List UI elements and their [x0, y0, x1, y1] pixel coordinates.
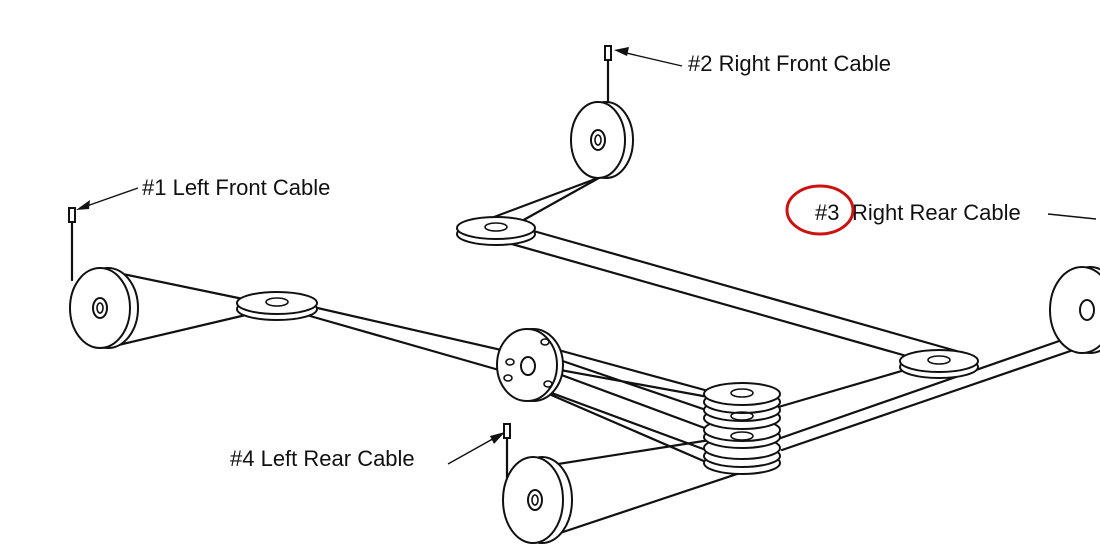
leader-cable-3	[1047, 213, 1097, 220]
cable-1-run-d	[308, 314, 508, 374]
pulley-left-vertical	[69, 267, 139, 349]
cable-2-run-b	[518, 172, 608, 224]
pulley-bottom-vertical	[502, 456, 573, 544]
pulley-right-vertical	[1049, 266, 1100, 354]
hub-to-stack-3	[546, 368, 712, 432]
cable-3-run-c	[773, 368, 907, 410]
label-cable-4: #4 Left Rear Cable	[230, 446, 415, 471]
label-cable-3-text: Right Rear Cable	[852, 200, 1021, 225]
label-cable-1: #1 Left Front Cable	[142, 175, 330, 200]
label-cable-3-number: #3	[815, 200, 839, 225]
arrow-cable-2	[614, 47, 629, 56]
stacked-pulley-assembly	[703, 382, 781, 475]
cable-1-run-c	[298, 302, 512, 354]
cable-2-run-d	[528, 228, 962, 354]
pulley-top-vertical	[570, 101, 634, 179]
leader-cable-4	[447, 435, 499, 465]
cable-1-run-b	[108, 312, 252, 349]
pulley-left-horizontal	[236, 291, 318, 321]
leader-cable-2	[621, 51, 683, 67]
label-leaders	[76, 47, 1097, 465]
cable-2-end-fitting	[604, 45, 612, 61]
pulley-right-horizontal	[899, 349, 979, 379]
pulley-small-horizontal	[456, 216, 536, 246]
arrow-cable-1	[76, 200, 90, 210]
hub-to-stack-1	[538, 343, 714, 394]
label-cable-2: #2 Right Front Cable	[688, 51, 891, 76]
cable-3-run-b	[780, 344, 1087, 452]
cable-runs	[106, 172, 1087, 539]
cable-2-run-c	[478, 233, 912, 359]
cable-4-end-fitting	[503, 423, 511, 439]
cable-end-fittings	[68, 45, 612, 480]
cable-1-end-fitting	[68, 207, 76, 223]
cable-4-run-a	[546, 461, 772, 539]
cable-1-run-a	[106, 269, 250, 302]
leader-cable-1	[83, 187, 139, 208]
hub-to-stack-4	[528, 383, 708, 452]
central-hub	[496, 328, 564, 402]
arrow-cable-4	[490, 432, 505, 444]
cable-3-run-a	[773, 338, 1064, 442]
highlight-circle	[785, 184, 855, 236]
